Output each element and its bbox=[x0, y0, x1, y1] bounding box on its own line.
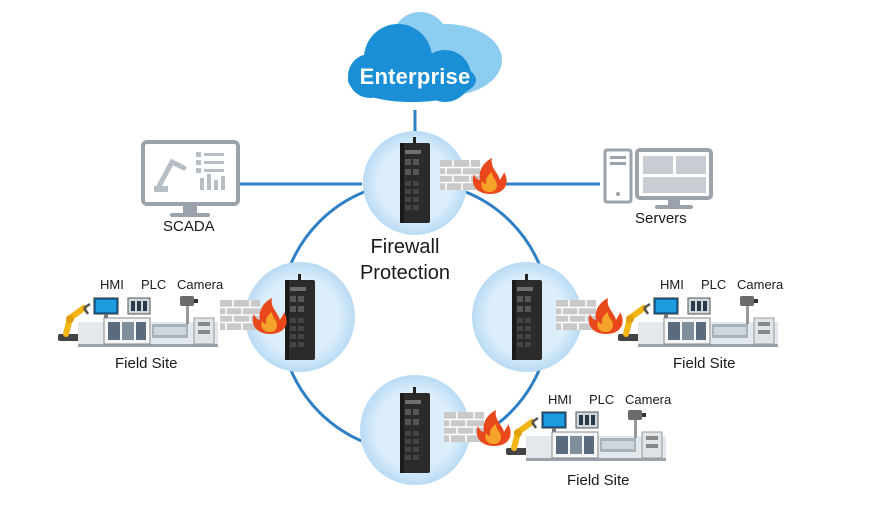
field-site-right-label: Field Site bbox=[673, 355, 736, 372]
field-site-bottom-equipment-icon bbox=[506, 410, 666, 461]
field-site-left-plc-label: PLC bbox=[141, 277, 167, 292]
enterprise-label: Enterprise bbox=[359, 64, 471, 89]
right-firewall-icon bbox=[555, 297, 624, 335]
field-site-left-label: Field Site bbox=[115, 355, 178, 372]
left-switch-icon bbox=[285, 274, 315, 360]
firewall-label-line2: Protection bbox=[359, 262, 451, 284]
field-site-bottom-plc-label: PLC bbox=[589, 392, 615, 407]
field-site-left-camera-label: Camera bbox=[177, 277, 224, 292]
field-site-bottom-label: Field Site bbox=[567, 472, 630, 489]
field-site-right-plc-label: PLC bbox=[701, 277, 727, 292]
core-firewall-icon bbox=[439, 157, 508, 195]
right-switch-icon bbox=[512, 274, 542, 360]
field-site-bottom-camera-label: Camera bbox=[625, 392, 672, 407]
field-site-left-hmi-label: HMI bbox=[100, 277, 124, 292]
servers-label: Servers bbox=[635, 210, 687, 227]
firewall-protection-label: Firewall Protection bbox=[350, 234, 460, 286]
bottom-switch-icon bbox=[400, 387, 430, 473]
field-site-right-equipment-icon bbox=[618, 296, 778, 347]
core-switch-icon bbox=[400, 137, 430, 223]
enterprise-cloud-icon bbox=[348, 12, 502, 102]
scada-monitor-icon bbox=[141, 140, 240, 217]
scada-label: SCADA bbox=[163, 218, 215, 235]
field-site-right-hmi-label: HMI bbox=[660, 277, 684, 292]
field-site-bottom-hmi-label: HMI bbox=[548, 392, 572, 407]
field-site-right-camera-label: Camera bbox=[737, 277, 784, 292]
firewall-label-line1: Firewall bbox=[370, 236, 440, 258]
bottom-firewall-icon bbox=[443, 409, 512, 447]
servers-icon bbox=[603, 148, 713, 209]
field-site-left-equipment-icon bbox=[58, 296, 218, 347]
